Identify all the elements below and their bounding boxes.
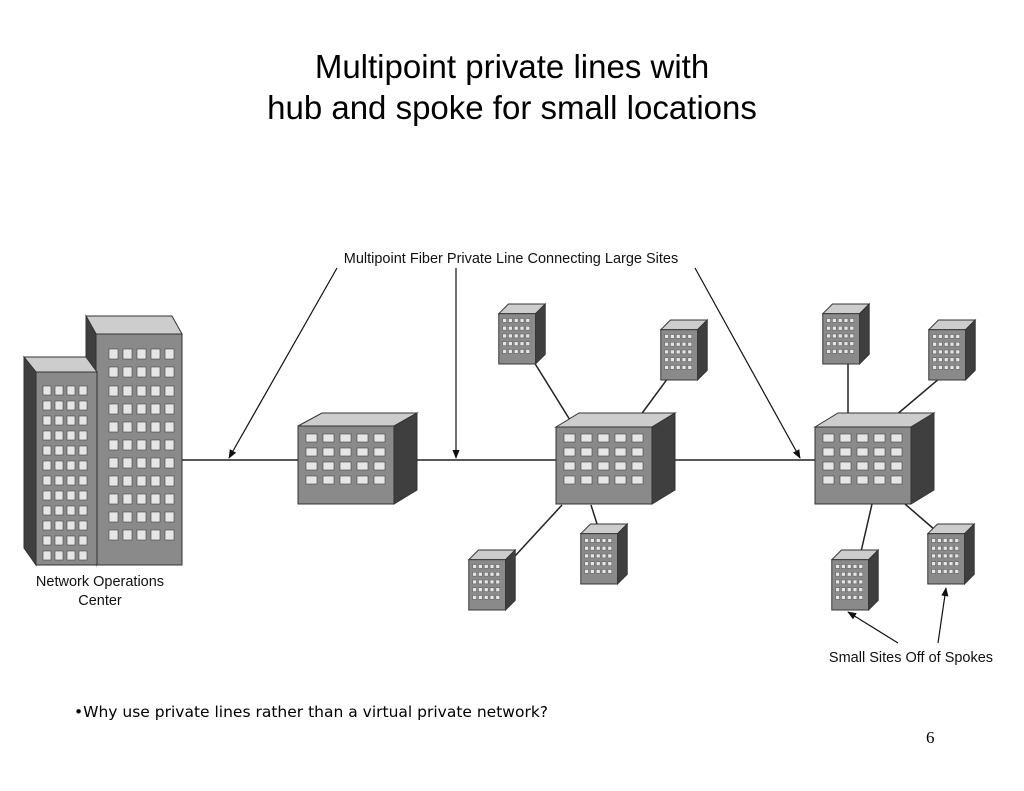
small-site-building [822,303,870,365]
backbone-label: Multipoint Fiber Private Line Connecting… [344,251,678,267]
hub-building-2 [813,412,936,505]
noc-building-front [22,355,98,567]
noc-label-line-1: Network Operations [36,574,164,590]
small-site-building [927,523,975,585]
small-site-building [580,523,628,585]
slide-title-line-2: hub and spoke for small locations [267,89,757,126]
noc-label-line-2: Center [78,593,122,609]
small-site-building [831,549,879,611]
bullet-question: •Why use private lines rather than a vir… [74,703,549,721]
noc-front-windows [42,385,88,561]
small-site-building [468,549,516,611]
small-site-building [498,303,546,365]
noc-building-back [85,314,183,567]
large-site-building-1 [297,412,419,505]
hub-building-1 [554,412,677,505]
spoke-lines [514,361,941,557]
noc-back-windows [108,348,175,541]
small-site-building [928,319,976,381]
annotation-arrows [228,267,949,644]
small-sites-label: Small Sites Off of Spokes [829,650,993,666]
slide-title-line-1: Multipoint private lines with [314,48,710,85]
small-site-building [660,319,708,381]
page-number: 6 [926,728,935,747]
